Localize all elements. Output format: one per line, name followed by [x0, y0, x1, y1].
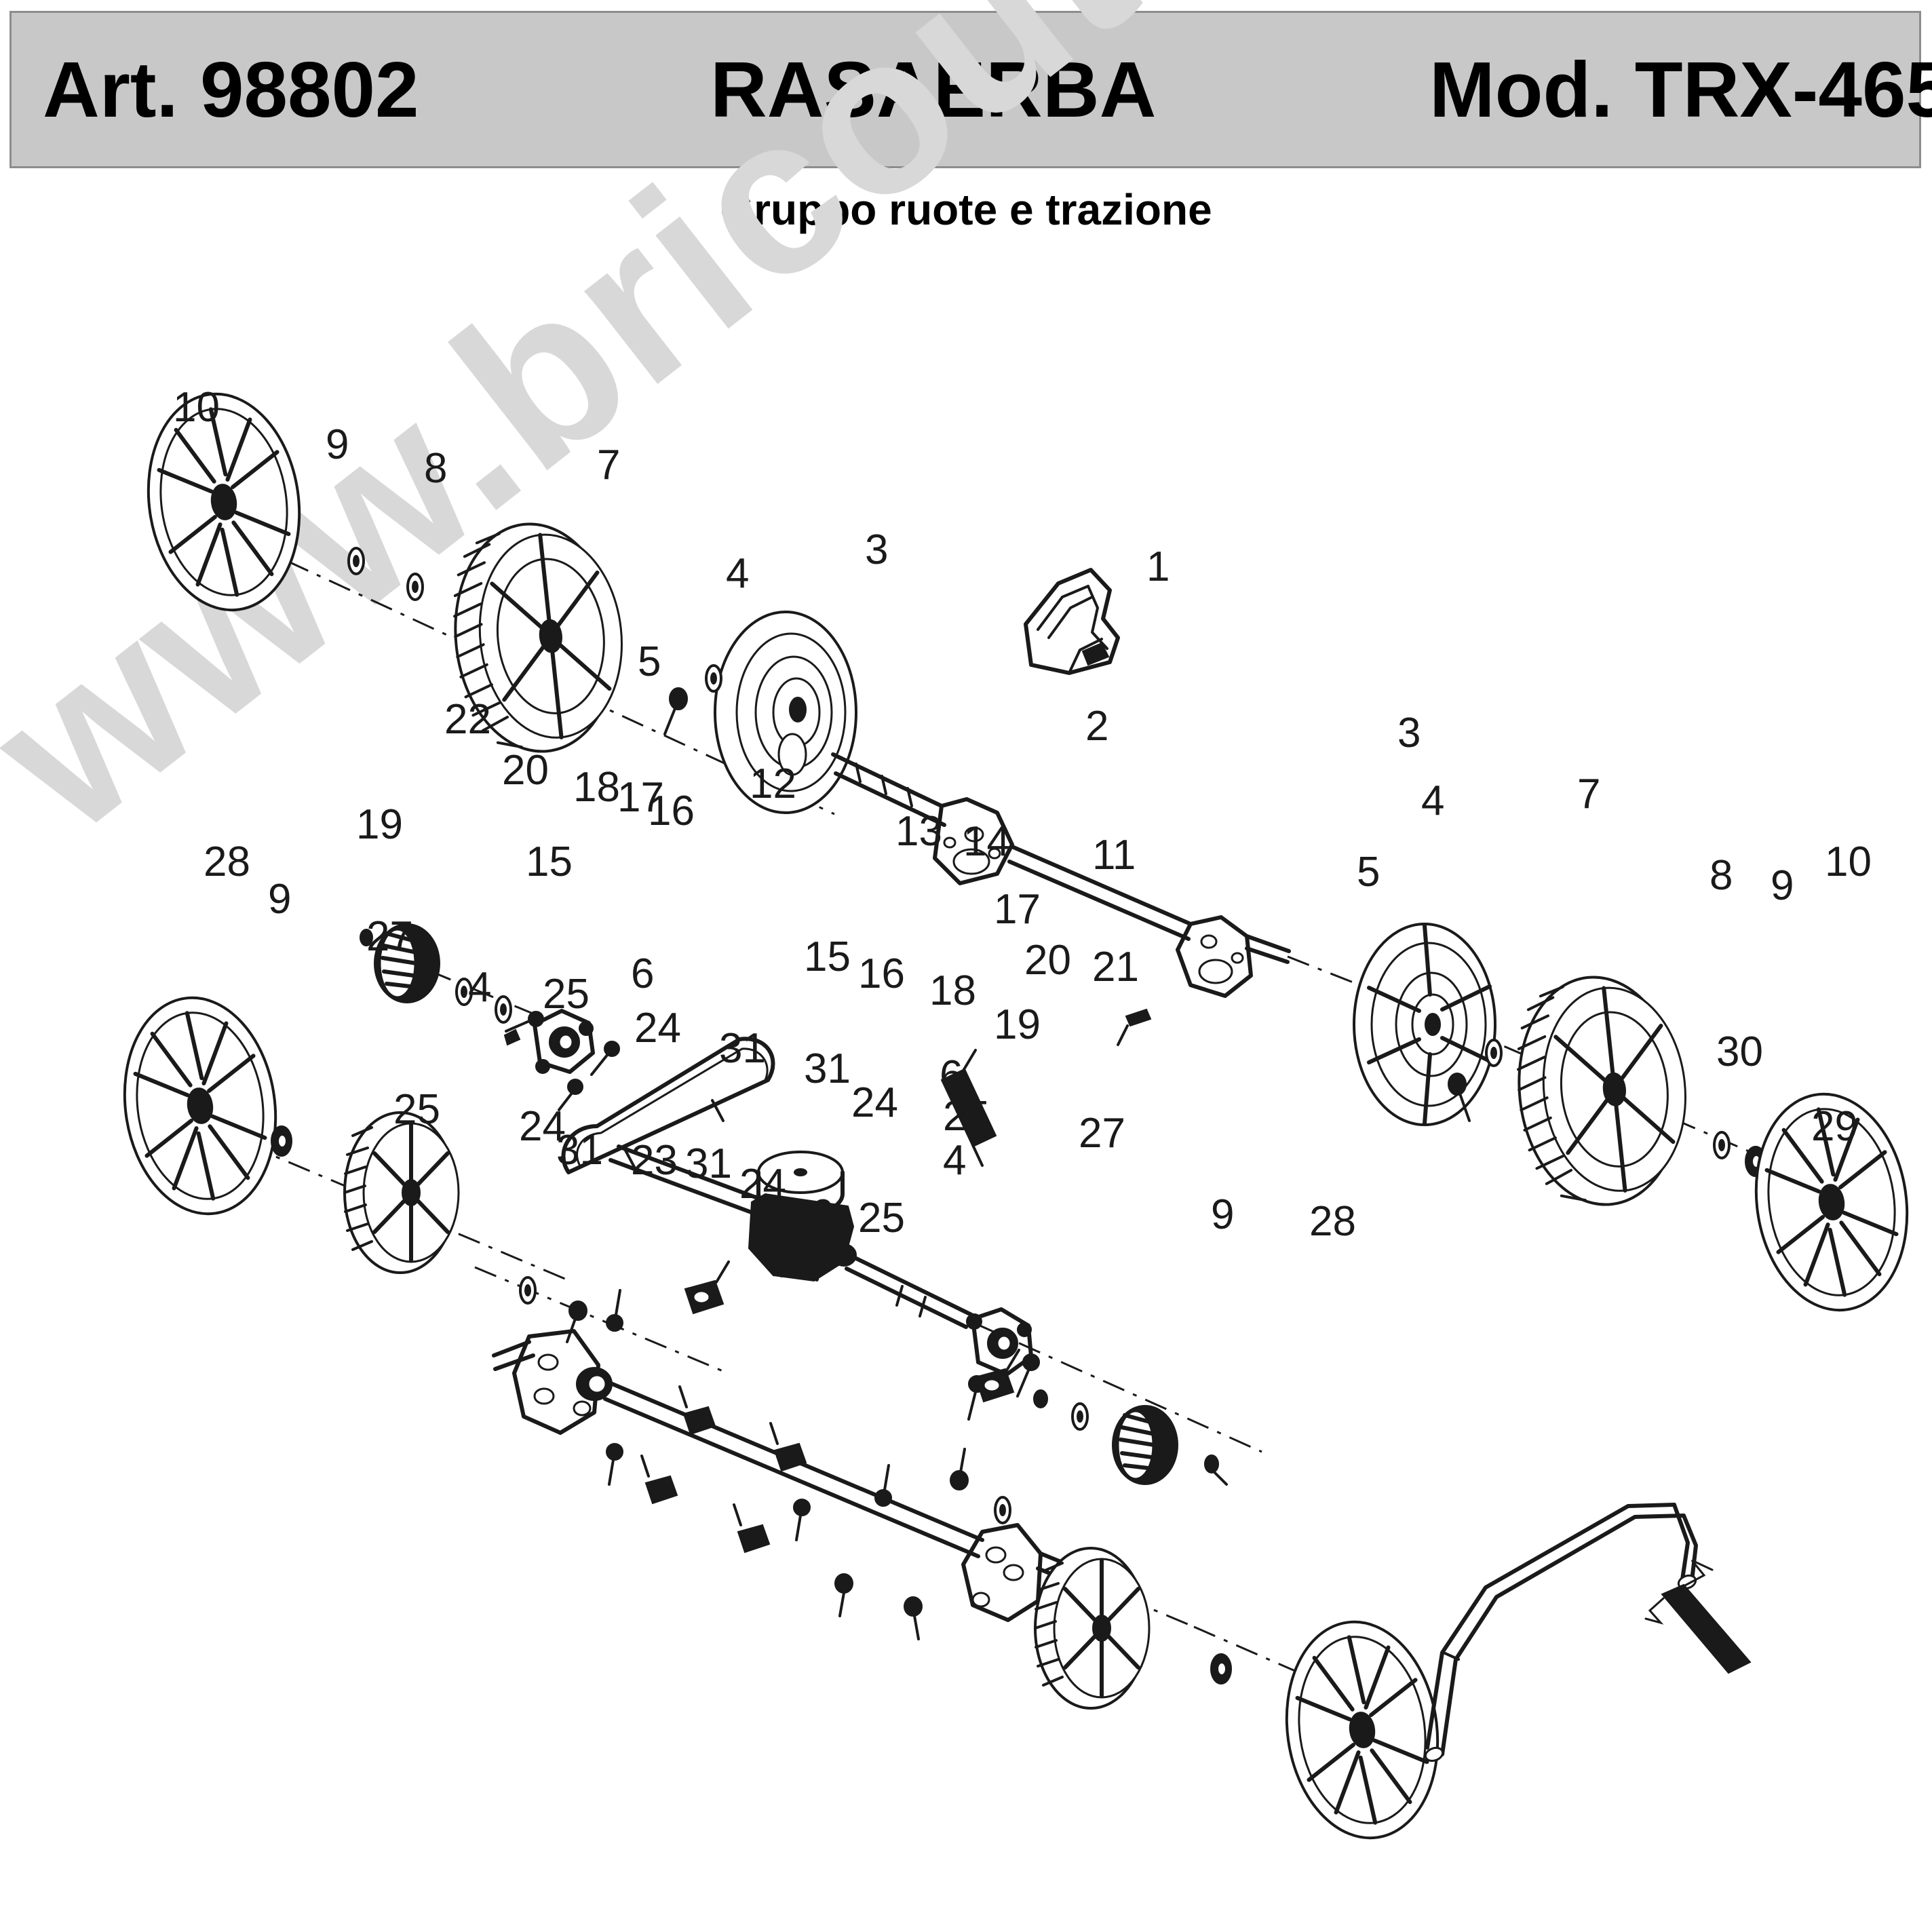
callout-5: 5 — [1357, 849, 1380, 895]
left-gearbox-cluster — [360, 924, 620, 1111]
callout-11: 11 — [1092, 832, 1136, 879]
traction-spring-29 — [1644, 1559, 1752, 1674]
callout-26: 26 — [787, 1191, 834, 1238]
right-wheel-assembly — [1354, 924, 1920, 1320]
callout-16: 16 — [858, 950, 905, 997]
callout-5: 5 — [638, 638, 661, 685]
callout-4: 4 — [1421, 777, 1445, 824]
product-name: RASAERBA — [710, 45, 1157, 134]
callout-9: 9 — [268, 876, 292, 923]
brackets-31 — [640, 1385, 807, 1554]
clip-11 — [1117, 1008, 1152, 1046]
callout-27: 27 — [366, 913, 413, 960]
callout-20: 20 — [502, 747, 549, 794]
callout-9: 9 — [1211, 1191, 1235, 1238]
callout-10: 10 — [173, 384, 220, 431]
callout-14: 14 — [963, 818, 1010, 865]
callout-28: 28 — [1309, 1198, 1356, 1245]
callout-22: 22 — [444, 696, 491, 743]
callout-19: 19 — [356, 801, 403, 848]
screws-16-left — [558, 1041, 620, 1111]
callout-29: 29 — [1811, 1103, 1858, 1150]
callout-4: 4 — [468, 964, 492, 1011]
bushings-6 — [684, 1260, 1020, 1403]
support-bracket-1 — [1024, 568, 1120, 675]
gearbox-13 — [748, 1151, 857, 1282]
callout-30: 30 — [1716, 1028, 1763, 1075]
belt-and-gearbox — [561, 1037, 997, 1329]
callout-25: 25 — [943, 1093, 990, 1140]
right-gearbox-cluster — [966, 1307, 1262, 1486]
callout-18: 18 — [929, 967, 976, 1014]
pin-5 — [663, 687, 688, 735]
callout-18: 18 — [573, 764, 620, 811]
callout-31: 31 — [685, 1140, 732, 1187]
callout-8: 8 — [1709, 852, 1733, 899]
bearing-support-17-left — [503, 1009, 595, 1074]
callout-31: 31 — [556, 1127, 603, 1174]
callout-25: 25 — [543, 971, 590, 1018]
drive-shaft-assembly — [663, 611, 1378, 1046]
front-axle-assembly — [474, 1260, 1195, 1640]
callout-25: 25 — [858, 1195, 905, 1241]
callout-4: 4 — [726, 550, 750, 597]
callout-3: 3 — [865, 526, 889, 573]
screws-24 — [606, 1289, 892, 1541]
callout-21: 21 — [1092, 944, 1139, 990]
callout-27: 27 — [1079, 1110, 1125, 1157]
callout-6: 6 — [631, 950, 655, 997]
callout-1: 1 — [1146, 543, 1170, 590]
bearing-support-17-right — [966, 1307, 1033, 1376]
control-rod-30 — [1424, 1503, 1698, 1762]
callout-7: 7 — [597, 442, 621, 488]
spring-14 — [940, 1049, 997, 1167]
callout-4: 4 — [943, 1137, 967, 1184]
callout-19: 19 — [994, 1001, 1041, 1048]
callout-24: 24 — [851, 1079, 898, 1126]
callout-9: 9 — [1771, 862, 1794, 909]
callout-15: 15 — [804, 933, 851, 980]
section-subtitle: Gruppo ruote e trazione — [720, 185, 1212, 234]
title-bar: Art. 98802 RASAERBA Mod. TRX-465 — [9, 11, 1932, 168]
callout-23: 23 — [631, 1137, 678, 1184]
callout-31: 31 — [719, 1025, 766, 1072]
callout-7: 7 — [1577, 771, 1601, 817]
screws-18-right — [967, 1353, 1040, 1421]
callout-17: 17 — [994, 886, 1041, 933]
washers-19-right — [1033, 1389, 1228, 1486]
callout-31: 31 — [804, 1045, 851, 1092]
callout-24: 24 — [519, 1103, 566, 1150]
callout-24: 24 — [634, 1005, 681, 1052]
callout-6: 6 — [940, 1052, 963, 1099]
lower-left-wheel-assembly — [111, 988, 571, 1282]
model-number: Mod. TRX-465 — [1429, 45, 1932, 134]
callout-24: 24 — [739, 1161, 786, 1208]
nuts-25-26 — [834, 1448, 969, 1640]
lower-center-wheel-assembly — [1035, 1548, 1451, 1848]
callout-15: 15 — [526, 839, 573, 885]
callout-28: 28 — [204, 839, 250, 885]
callout-13: 13 — [895, 808, 942, 855]
callout-12: 12 — [750, 760, 796, 807]
diagram-svg: .ln{fill:none;stroke:#1a1a1a;stroke-widt… — [0, 231, 1932, 1907]
callout-17: 17 — [617, 774, 664, 821]
callout-25: 25 — [393, 1086, 440, 1133]
exploded-parts-drawing: .ln{fill:none;stroke:#1a1a1a;stroke-widt… — [0, 231, 1932, 1907]
callout-20: 20 — [1024, 937, 1071, 984]
callout-3: 3 — [1397, 710, 1421, 756]
callout-16: 16 — [648, 788, 695, 834]
washer-19a — [360, 929, 373, 946]
pin-5-right — [1448, 1073, 1471, 1122]
callout-2: 2 — [1085, 703, 1109, 750]
article-number: Art. 98802 — [43, 45, 419, 134]
callout-10: 10 — [1825, 839, 1872, 885]
callout-9: 9 — [326, 421, 349, 468]
callout-8: 8 — [424, 445, 448, 492]
